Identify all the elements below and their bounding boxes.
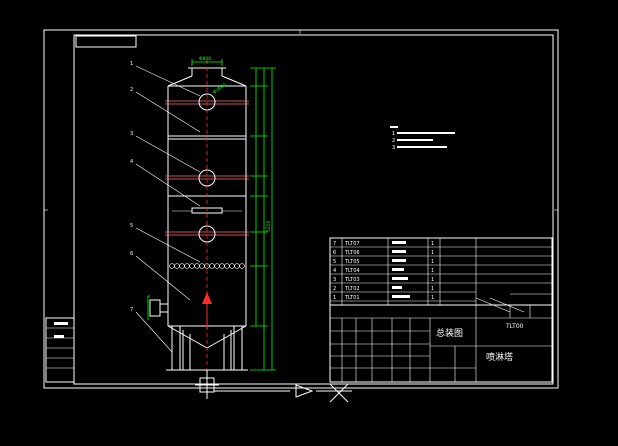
part-no: 5 (333, 259, 336, 265)
part-qty: 1 (431, 259, 434, 265)
packing-rings (169, 263, 245, 269)
top-left-tag-box (75, 35, 137, 48)
callout-5: 5 (130, 223, 133, 229)
part-code: TLT01 (344, 295, 360, 301)
part-no: 7 (333, 241, 336, 247)
parts-list (329, 237, 553, 306)
parts-rows: 7 TLT07 1 6 TLT06 1 5 TLT05 1 4 TLT04 1 … (333, 241, 434, 301)
part-code: TLT03 (344, 277, 360, 283)
callout-3: 3 (130, 131, 133, 137)
part-no: 4 (333, 268, 336, 274)
callout-6: 6 (130, 251, 133, 257)
part-qty: 1 (431, 295, 434, 301)
product-name: 喷淋塔 (486, 351, 513, 363)
part-no: 3 (333, 277, 336, 283)
callout-7: 7 (130, 307, 133, 313)
drawing-number: TLT00 (505, 323, 524, 330)
top-width-dim: Φ800 (199, 56, 211, 62)
part-qty: 1 (431, 277, 434, 283)
nozzle-dim: Φ1600 (212, 82, 228, 96)
part-qty: 1 (431, 241, 434, 247)
inner-frame (73, 34, 554, 385)
side-revision-block (45, 317, 75, 383)
callout-1: 1 (130, 61, 133, 67)
drawing-type: 总装图 (436, 327, 463, 339)
outer-frame (43, 29, 559, 389)
part-code: TLT05 (344, 259, 360, 265)
technical-notes: 1 2 3 (390, 126, 455, 151)
note-1-number: 1 (392, 131, 395, 137)
part-code: TLT02 (344, 286, 360, 292)
part-code: TLT04 (344, 268, 360, 274)
part-qty: 1 (431, 268, 434, 274)
callout-2: 2 (130, 87, 133, 93)
part-qty: 1 (431, 286, 434, 292)
part-no: 1 (333, 295, 336, 301)
overall-height-dim: 5200 (266, 220, 272, 232)
note-2-number: 2 (392, 138, 395, 144)
title-block (329, 293, 553, 383)
part-qty: 1 (431, 250, 434, 256)
part-code: TLT07 (344, 241, 360, 247)
callout-4: 4 (130, 159, 133, 165)
part-no: 2 (333, 286, 336, 292)
part-code: TLT06 (344, 250, 360, 256)
note-3-number: 3 (392, 145, 395, 151)
callouts: 1 2 3 4 5 6 7 (130, 61, 201, 353)
spray-tower (149, 60, 352, 403)
part-no: 6 (333, 250, 336, 256)
